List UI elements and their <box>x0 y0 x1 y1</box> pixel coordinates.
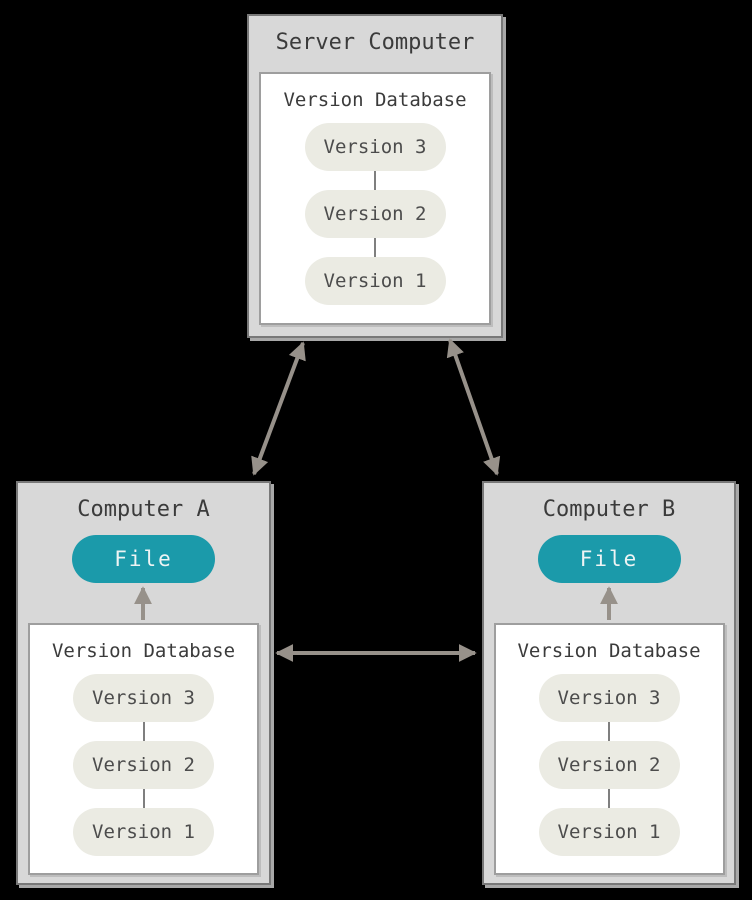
version-connector-line <box>608 722 610 741</box>
server-version-database-box: Version Database Version 3 Version 2 Ver… <box>259 72 491 325</box>
computer-b-version-3-pill: Version 3 <box>538 674 680 722</box>
computer-a-version-1-pill: Version 1 <box>73 808 214 856</box>
arrow-server-computer-b <box>446 338 501 476</box>
computer-b-version-database-box: Version Database Version 3 Version 2 Ver… <box>493 623 725 875</box>
version-connector-line <box>374 171 376 190</box>
computer-a-version-database-title: Version Database <box>51 640 236 662</box>
version-connector-line <box>142 789 145 808</box>
computer-a-box: Computer A File Version Database Version… <box>16 481 271 885</box>
computer-a-version-3-pill: Version 3 <box>73 674 214 722</box>
computer-b-version-2-pill: Version 2 <box>538 741 680 789</box>
version-connector-line <box>142 722 145 741</box>
server-computer-box: Server Computer Version Database Version… <box>247 14 503 338</box>
server-version-3-pill: Version 3 <box>304 123 446 171</box>
arrow-server-computer-a <box>251 341 306 476</box>
computer-b-version-database-title: Version Database <box>517 640 701 662</box>
version-connector-line <box>374 238 376 257</box>
computer-a-title: Computer A <box>77 497 210 522</box>
computer-b-file-pill: File <box>537 535 681 583</box>
computer-b-box: Computer B File Version Database Version… <box>482 481 736 885</box>
computer-b-title: Computer B <box>542 497 676 522</box>
server-version-1-pill: Version 1 <box>304 257 446 305</box>
server-computer-title: Server Computer <box>275 30 475 55</box>
version-connector-line <box>608 789 610 808</box>
computer-a-version-2-pill: Version 2 <box>73 741 214 789</box>
server-version-2-pill: Version 2 <box>304 190 446 238</box>
computer-a-version-database-box: Version Database Version 3 Version 2 Ver… <box>28 623 259 875</box>
computer-b-version-1-pill: Version 1 <box>538 808 680 856</box>
server-version-database-title: Version Database <box>283 89 467 111</box>
computer-a-file-pill: File <box>72 535 215 583</box>
